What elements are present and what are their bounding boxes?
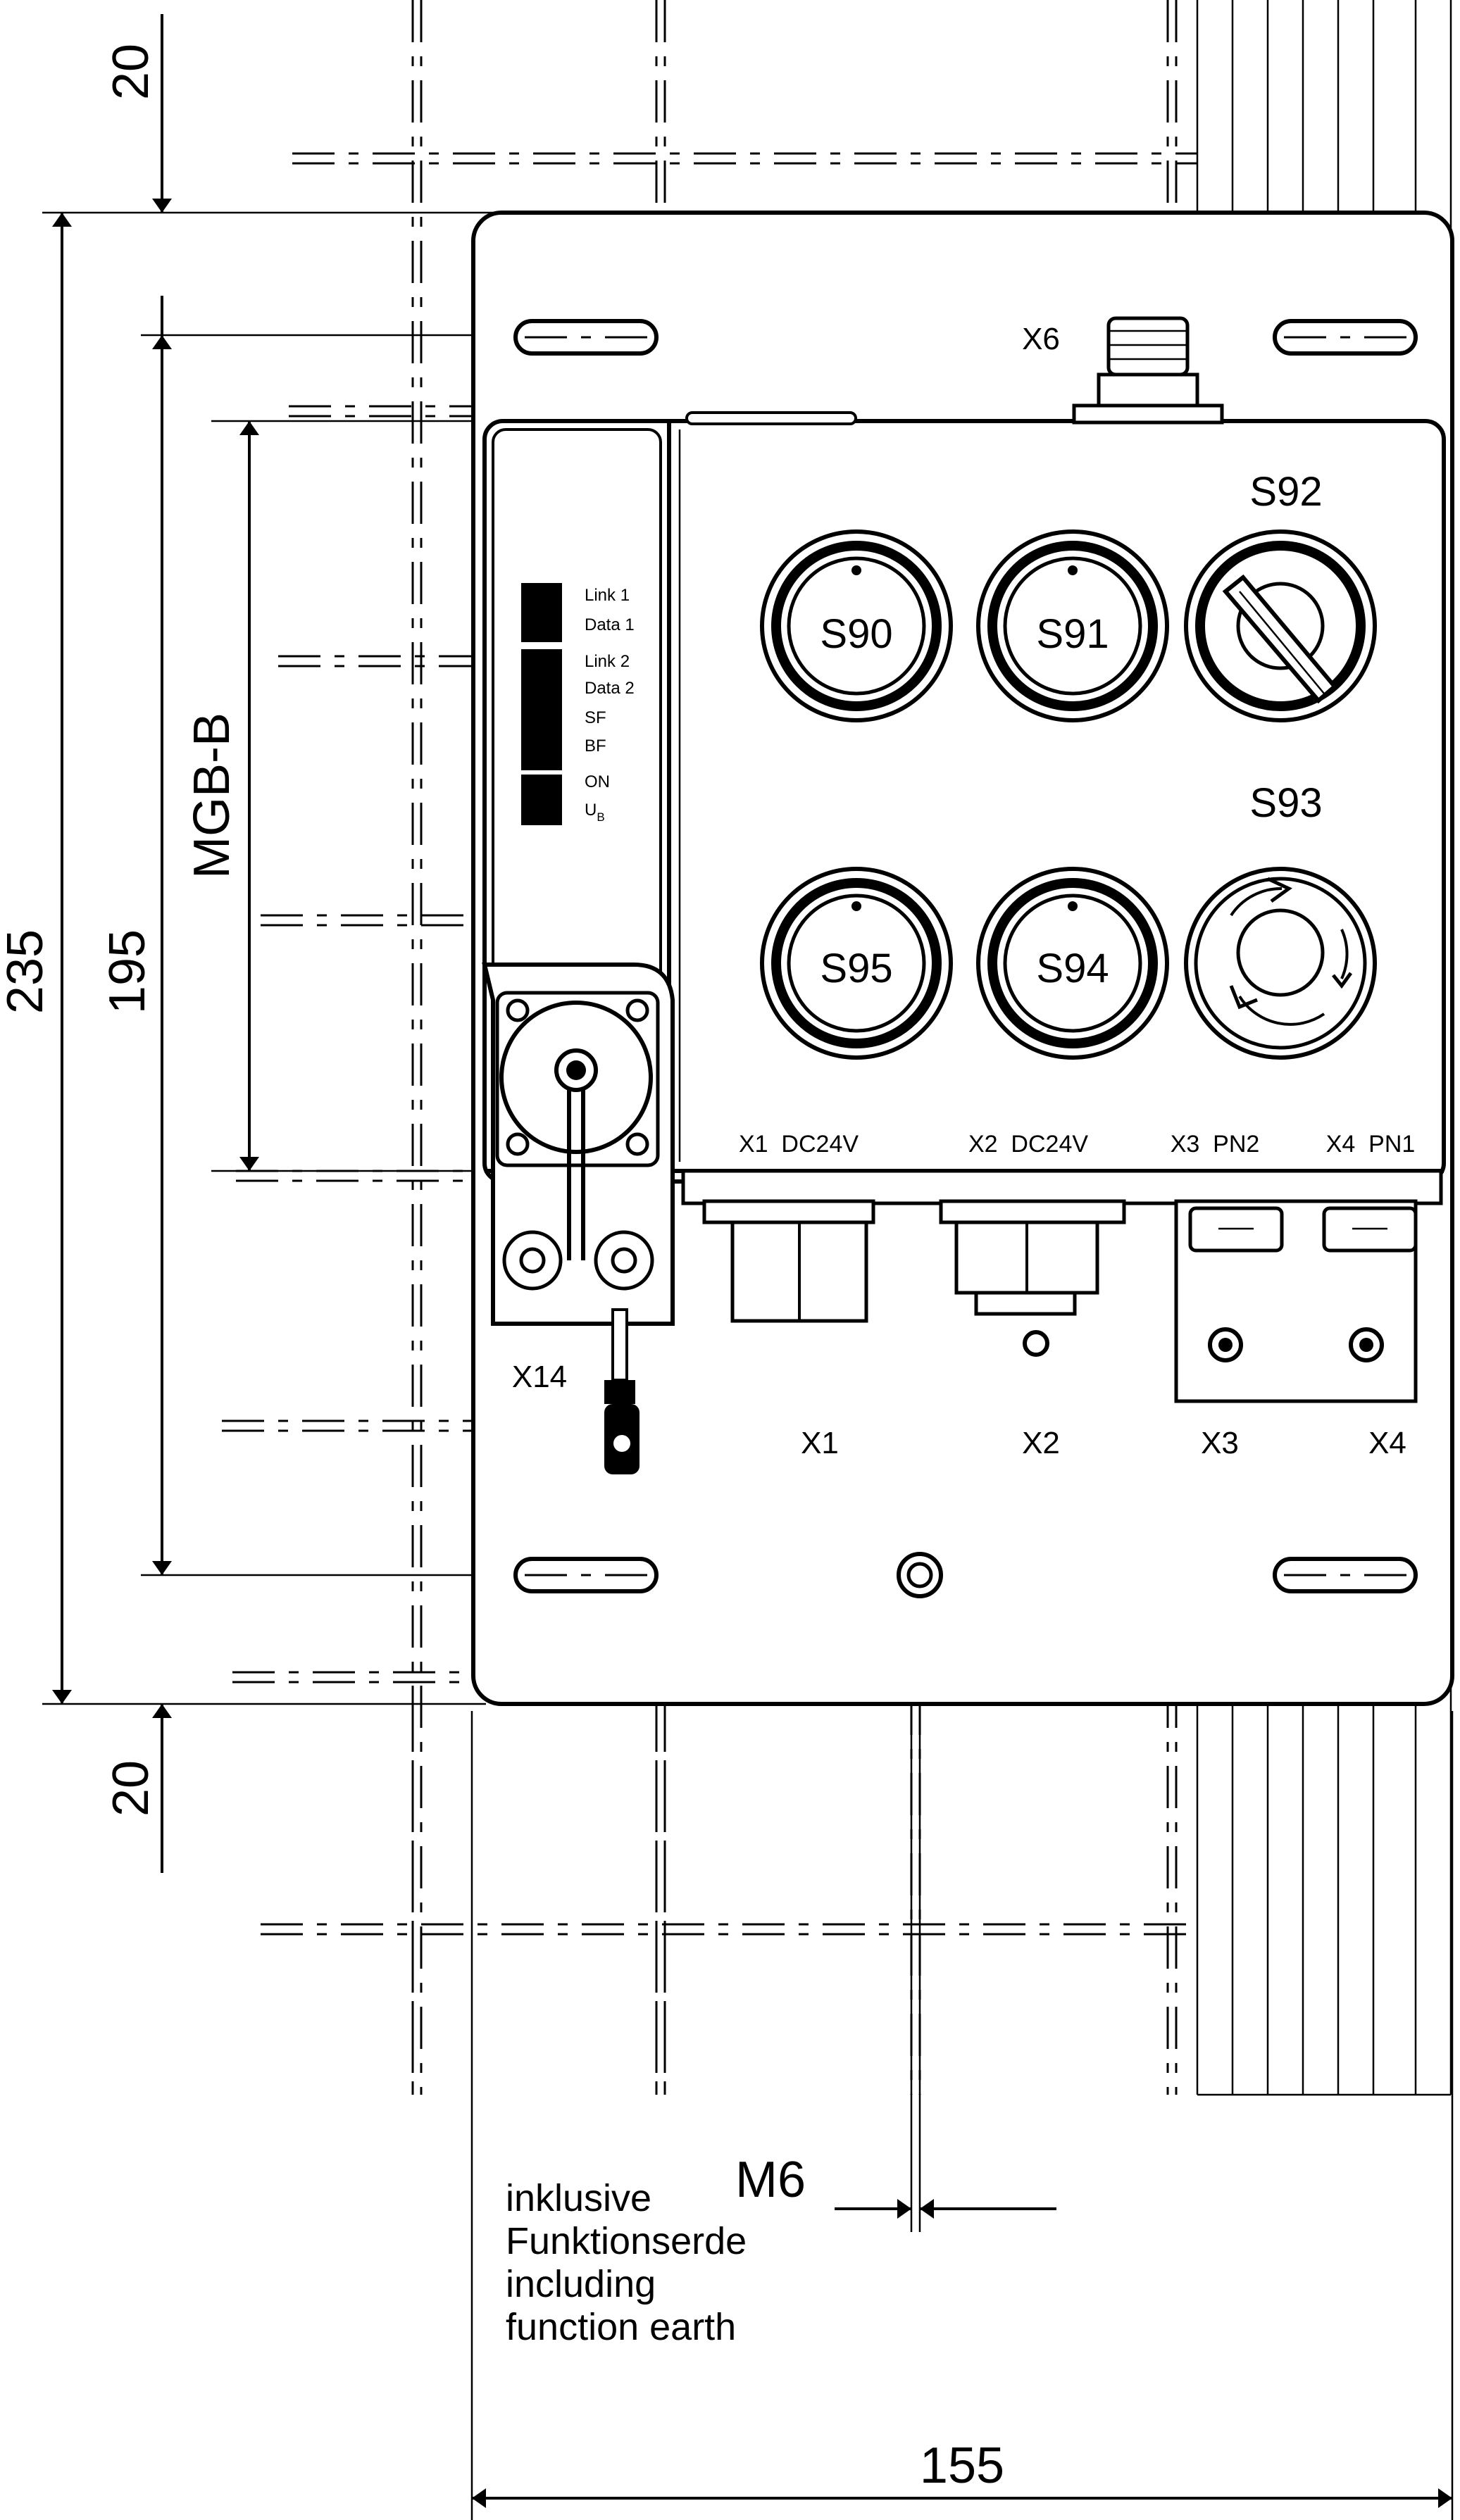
led-link2-label: Link 2 bbox=[585, 652, 630, 671]
x6-connector bbox=[1072, 316, 1224, 425]
button-s90[interactable] bbox=[760, 529, 953, 722]
dim-195: 195 bbox=[99, 929, 156, 1014]
x1-connector bbox=[702, 1199, 875, 1323]
x14-handle-module bbox=[482, 963, 675, 1474]
button-s94[interactable] bbox=[976, 867, 1169, 1060]
x3-x4-connector-plate bbox=[1174, 1199, 1418, 1403]
led-sf-label: SF bbox=[585, 708, 606, 727]
led-data2-label: Data 2 bbox=[585, 679, 635, 698]
label-x4: X4 bbox=[1368, 1426, 1406, 1460]
earth-thread-label: M6 bbox=[735, 2152, 806, 2208]
port-label-x4: X4 PN1 bbox=[1326, 1131, 1416, 1158]
labels: 20 20 235 195 MGB-B 155 X6 X14 X1 X2 X3 … bbox=[0, 44, 1415, 2494]
led-panel: Link 1 Data 1 Link 2 Data 2 SF BF ON UB bbox=[521, 583, 635, 825]
key-switch-s92[interactable] bbox=[1184, 529, 1377, 722]
earth-note-line4: function earth bbox=[506, 2306, 736, 2348]
dim-mgb-b: MGB-B bbox=[184, 713, 240, 879]
button-s91-label: S91 bbox=[1036, 611, 1109, 657]
led-on-label: ON bbox=[585, 772, 610, 791]
port-label-x1: X1 DC24V bbox=[739, 1131, 859, 1158]
led-data1-label: Data 1 bbox=[585, 615, 635, 634]
label-x14: X14 bbox=[512, 1360, 567, 1394]
label-x1: X1 bbox=[801, 1426, 839, 1460]
led-link1-label: Link 1 bbox=[585, 586, 630, 605]
emergency-stop-s93-label: S93 bbox=[1249, 780, 1322, 826]
led-block-3 bbox=[521, 775, 562, 825]
plate-grid bbox=[411, 1704, 666, 2095]
label-x2: X2 bbox=[1022, 1426, 1060, 1460]
key-switch-s92-label: S92 bbox=[1249, 469, 1322, 515]
dim-bottom-20: 20 bbox=[103, 1760, 159, 1817]
dim-235: 235 bbox=[0, 929, 54, 1014]
mounting-slots bbox=[513, 319, 1418, 1593]
button-s95[interactable] bbox=[760, 867, 953, 1060]
button-s95-label: S95 bbox=[820, 946, 892, 991]
led-block-2 bbox=[521, 649, 562, 770]
port-label-x2: X2 DC24V bbox=[968, 1131, 1088, 1158]
button-s91[interactable] bbox=[976, 529, 1169, 722]
earth-note-line2: Funktionserde bbox=[506, 2220, 747, 2262]
port-label-x3: X3 PN2 bbox=[1171, 1131, 1260, 1158]
label-x6: X6 bbox=[1022, 322, 1060, 356]
earth-note-line1: inklusive bbox=[506, 2177, 651, 2219]
led-block-1 bbox=[521, 583, 562, 642]
x2-connector bbox=[939, 1199, 1126, 1357]
earth-note-line3: including bbox=[506, 2263, 656, 2305]
housing-top-strip bbox=[685, 411, 857, 425]
dim-top-20: 20 bbox=[103, 44, 159, 100]
button-s94-label: S94 bbox=[1036, 946, 1109, 991]
label-x3: X3 bbox=[1201, 1426, 1239, 1460]
led-ub-label: UB bbox=[585, 801, 605, 824]
button-s90-label: S90 bbox=[820, 611, 892, 657]
earth-hole bbox=[897, 1552, 943, 1598]
led-bf-label: BF bbox=[585, 736, 606, 756]
dim-155: 155 bbox=[920, 2438, 1004, 2494]
emergency-stop-s93[interactable] bbox=[1184, 867, 1377, 1060]
